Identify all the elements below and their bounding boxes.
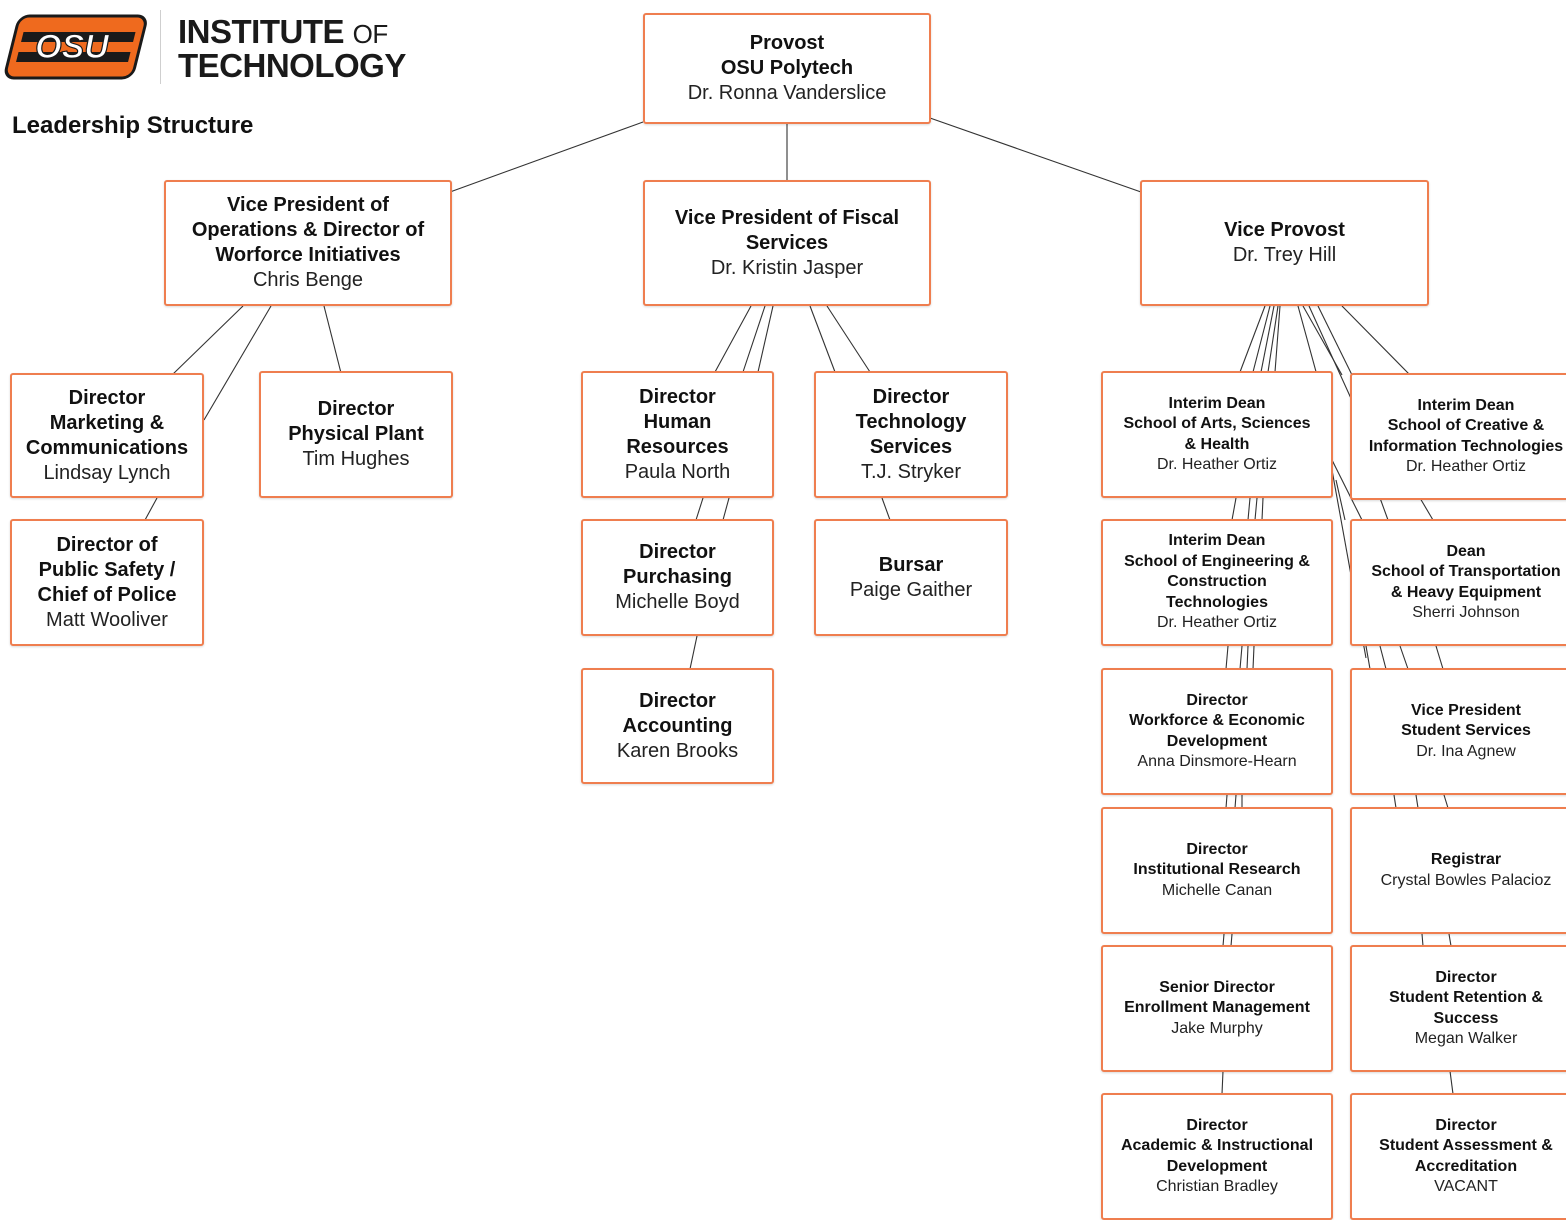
node-person: Sherri Johnson bbox=[1412, 604, 1520, 621]
node-person: Karen Brooks bbox=[616, 739, 739, 762]
node-dean-engineering: Interim Dean School of Engineering & Con… bbox=[1101, 519, 1333, 646]
node-director-physical-plant: Director Physical Plant Tim Hughes bbox=[259, 371, 453, 498]
node-title: Vice President Student Services bbox=[1401, 701, 1531, 740]
node-person: Jake Murphy bbox=[1171, 1019, 1263, 1037]
node-person: Dr. Ina Agnew bbox=[1416, 742, 1516, 760]
node-person: Chris Benge bbox=[252, 269, 364, 291]
node-title: Director Human Resources bbox=[626, 385, 729, 458]
node-director-institutional-research: Director Institutional Research Michelle… bbox=[1101, 807, 1333, 934]
node-director-hr: Director Human Resources Paula North bbox=[581, 371, 774, 498]
node-title: Director Student Retention & Success bbox=[1389, 968, 1543, 1027]
node-dean-creative-information-tech: Interim Dean School of Creative & Inform… bbox=[1350, 373, 1566, 500]
node-title: Director Technology Services bbox=[855, 385, 967, 458]
node-person: Tim Hughes bbox=[302, 448, 410, 470]
node-person: Dr. Ronna Vanderslice bbox=[687, 82, 887, 104]
node-title: Director Academic & Instructional Develo… bbox=[1120, 1116, 1314, 1175]
institute-wordmark: INSTITUTE OF TECHNOLOGY bbox=[178, 13, 406, 84]
node-title: Interim Dean School of Arts, Sciences & … bbox=[1123, 394, 1311, 453]
node-title: Provost OSU Polytech bbox=[720, 32, 854, 79]
node-person: Dr. Trey Hill bbox=[1232, 244, 1337, 266]
node-director-purchasing: Director Purchasing Michelle Boyd bbox=[581, 519, 774, 636]
node-person: T.J. Stryker bbox=[860, 460, 961, 483]
node-title: Registrar bbox=[1430, 851, 1502, 868]
node-title: Director Institutional Research bbox=[1133, 840, 1301, 879]
node-dean-arts-sciences-health: Interim Dean School of Arts, Sciences & … bbox=[1101, 371, 1333, 498]
node-title: Director Student Assessment & Accreditat… bbox=[1379, 1116, 1553, 1175]
node-title: Dean School of Transportation & Heavy Eq… bbox=[1371, 542, 1561, 601]
node-director-public-safety: Director of Public Safety / Chief of Pol… bbox=[10, 519, 204, 646]
node-dean-transportation: Dean School of Transportation & Heavy Eq… bbox=[1350, 519, 1566, 646]
node-person: Dr. Heather Ortiz bbox=[1156, 614, 1278, 632]
node-person: Paige Gaither bbox=[849, 578, 973, 601]
node-person: Anna Dinsmore-Hearn bbox=[1137, 753, 1297, 770]
logo-divider bbox=[160, 10, 161, 84]
node-director-technology: Director Technology Services T.J. Stryke… bbox=[814, 371, 1008, 498]
node-director-student-assessment: Director Student Assessment & Accreditat… bbox=[1350, 1093, 1566, 1220]
node-director-academic-development: Director Academic & Instructional Develo… bbox=[1101, 1093, 1333, 1220]
node-title: Vice President of Fiscal Services bbox=[674, 206, 900, 254]
node-title: Director Workforce & Economic Developmen… bbox=[1129, 691, 1305, 750]
node-vp-operations: Vice President of Operations & Director … bbox=[164, 180, 452, 306]
node-person: Dr. Heather Ortiz bbox=[1156, 456, 1278, 473]
node-person: Paula North bbox=[624, 460, 731, 483]
node-director-accounting: Director Accounting Karen Brooks bbox=[581, 668, 774, 784]
node-senior-director-enrollment: Senior Director Enrollment Management Ja… bbox=[1101, 945, 1333, 1072]
logo-mark: OSU bbox=[35, 28, 110, 66]
node-person: Michelle Canan bbox=[1161, 881, 1273, 899]
wordmark-of: OF bbox=[352, 19, 389, 49]
node-title: Director Accounting bbox=[622, 689, 733, 737]
node-person: Dr. Heather Ortiz bbox=[1405, 458, 1527, 475]
wordmark-line2: TECHNOLOGY bbox=[178, 47, 406, 84]
node-title: Interim Dean School of Creative & Inform… bbox=[1368, 396, 1564, 455]
node-bursar: Bursar Paige Gaither bbox=[814, 519, 1008, 636]
node-provost: Provost OSU Polytech Dr. Ronna Vandersli… bbox=[643, 13, 931, 124]
node-title: Senior Director Enrollment Management bbox=[1124, 978, 1310, 1017]
node-title: Vice Provost bbox=[1224, 219, 1345, 241]
node-title: Director of Public Safety / Chief of Pol… bbox=[37, 533, 177, 606]
node-person: Dr. Kristin Jasper bbox=[710, 256, 864, 279]
node-title: Director Marketing & Communications bbox=[25, 386, 189, 459]
node-person: VACANT bbox=[1434, 1178, 1498, 1195]
node-person: Crystal Bowles Palacioz bbox=[1380, 871, 1552, 889]
node-person: Christian Bradley bbox=[1156, 1178, 1278, 1195]
node-vp-student-services: Vice President Student Services Dr. Ina … bbox=[1350, 668, 1566, 795]
node-director-workforce: Director Workforce & Economic Developmen… bbox=[1101, 668, 1333, 795]
osu-logo: OSU bbox=[4, 14, 147, 80]
page-title: Leadership Structure bbox=[12, 112, 254, 139]
node-title: Director Purchasing bbox=[623, 541, 732, 588]
node-title: Bursar bbox=[878, 553, 944, 576]
wordmark-line1: INSTITUTE bbox=[178, 13, 345, 50]
node-registrar: Registrar Crystal Bowles Palacioz bbox=[1350, 807, 1566, 934]
node-person: Lindsay Lynch bbox=[43, 461, 171, 484]
node-vice-provost: Vice Provost Dr. Trey Hill bbox=[1140, 180, 1429, 306]
node-person: Megan Walker bbox=[1414, 1030, 1518, 1047]
node-title: Interim Dean School of Engineering & Con… bbox=[1124, 532, 1310, 611]
node-title: Vice President of Operations & Director … bbox=[191, 194, 425, 266]
node-person: Matt Wooliver bbox=[46, 608, 168, 631]
node-title: Director Physical Plant bbox=[288, 398, 424, 445]
node-director-marketing: Director Marketing & Communications Lind… bbox=[10, 373, 204, 498]
node-vp-fiscal: Vice President of Fiscal Services Dr. Kr… bbox=[643, 180, 931, 306]
node-director-student-retention: Director Student Retention & Success Meg… bbox=[1350, 945, 1566, 1072]
node-person: Michelle Boyd bbox=[615, 591, 740, 613]
